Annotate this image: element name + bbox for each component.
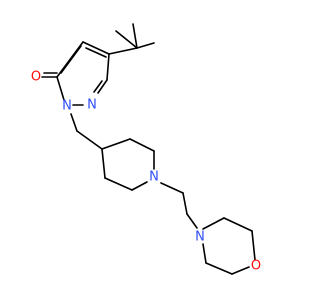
- atom-label-n-morpholine: N: [195, 230, 205, 245]
- bond: [60, 45, 82, 74]
- bond: [85, 47, 107, 58]
- bond: [186, 213, 198, 229]
- atom-label-o-carbonyl: O: [31, 70, 41, 85]
- bond: [82, 41, 110, 55]
- bond: [136, 42, 155, 49]
- bond: [106, 53, 110, 81]
- bond: [108, 47, 138, 55]
- atom-label-n-piperidine: N: [149, 170, 159, 185]
- bond: [97, 79, 108, 94]
- bond: [251, 230, 256, 261]
- bond: [132, 23, 138, 49]
- bond: [223, 217, 253, 232]
- bond: [182, 192, 188, 215]
- bond: [70, 113, 78, 132]
- bond: [202, 217, 225, 230]
- bond: [129, 138, 155, 152]
- bond: [93, 80, 103, 93]
- bond: [205, 262, 233, 275]
- atom-label-n-ring-2: N: [87, 98, 97, 113]
- bond: [101, 148, 106, 179]
- bond: [76, 130, 103, 150]
- atom-label-n-ring-1: N: [62, 99, 72, 114]
- bond: [202, 243, 207, 264]
- atom-labels: O N N N N O: [31, 70, 261, 274]
- bond: [115, 30, 138, 49]
- bond: [101, 138, 131, 150]
- molecule-structure: O N N N N O: [31, 23, 261, 275]
- bond: [131, 181, 148, 191]
- atom-label-o-morpholine: O: [251, 259, 261, 274]
- bond: [104, 177, 133, 191]
- bond: [231, 266, 250, 275]
- bonds: [41, 23, 256, 275]
- bond: [56, 76, 65, 101]
- bond: [160, 182, 184, 194]
